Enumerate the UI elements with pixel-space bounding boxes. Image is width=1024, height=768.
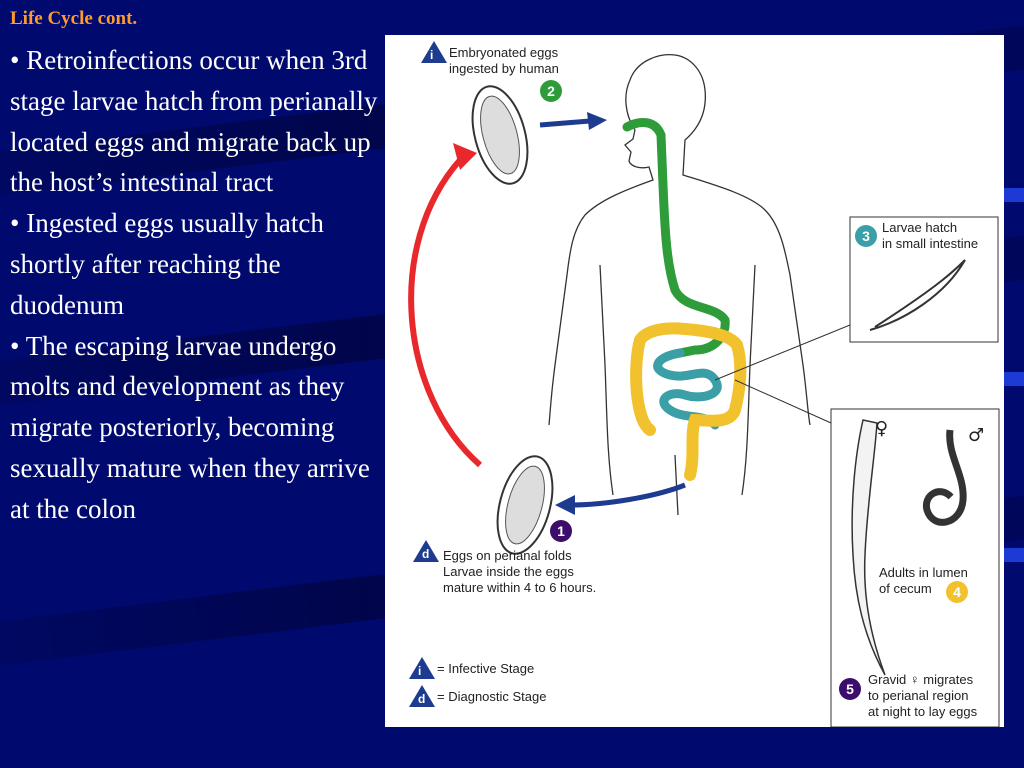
legend-infective-label: = Infective Stage: [437, 661, 535, 676]
ingestion-arrowhead: [587, 112, 607, 130]
slide-title: Life Cycle cont.: [10, 8, 138, 29]
female-worm-illustration: [851, 419, 886, 676]
legend-diagnostic-label: = Diagnostic Stage: [437, 689, 547, 704]
retroinfection-arrowhead: [453, 143, 477, 170]
digestive-tract-upper: [622, 118, 730, 358]
bullet-item: • Ingested eggs usually hatch shortly af…: [10, 208, 324, 320]
callout-line: [734, 379, 832, 424]
step1-number: 1: [550, 520, 572, 542]
bullet-item: • Retroinfections occur when 3rd stage l…: [10, 45, 378, 198]
life-cycle-drawing: [408, 54, 1000, 727]
callout-line: [714, 324, 851, 381]
edge-decoration: [1002, 372, 1024, 386]
female-symbol: ♀: [875, 418, 889, 439]
edge-decoration: [1002, 188, 1024, 202]
egg-deposit-arrow: [569, 482, 686, 508]
large-intestine: [630, 322, 747, 481]
edge-decoration: [1002, 548, 1024, 562]
small-intestine: [653, 348, 722, 430]
step3-number: 3: [855, 225, 877, 247]
human-body-outline: [548, 54, 811, 516]
diagnostic-stage-icon: d: [413, 540, 439, 562]
ingestion-arrow: [539, 118, 591, 128]
legend-diagnostic-icon: d: [409, 685, 435, 707]
egg-larva: [505, 465, 545, 545]
male-symbol: ♂: [968, 425, 985, 446]
larva-illustration: [869, 259, 966, 331]
egg-larva: [480, 95, 520, 175]
larvae-inset-box: [849, 216, 999, 343]
retroinfection-arrow: [408, 158, 482, 468]
step5-number: 5: [839, 678, 861, 700]
bullet-item: • The escaping larvae undergo molts and …: [10, 330, 370, 524]
bullet-list: • Retroinfections occur when 3rd stage l…: [10, 40, 380, 530]
egg-deposit-arrowhead: [555, 495, 575, 515]
step4-number: 4: [946, 581, 968, 603]
infective-stage-icon: i: [421, 41, 447, 63]
legend-infective-icon: i: [409, 657, 435, 679]
male-worm-illustration: [922, 429, 967, 526]
step2-number: 2: [540, 80, 562, 102]
